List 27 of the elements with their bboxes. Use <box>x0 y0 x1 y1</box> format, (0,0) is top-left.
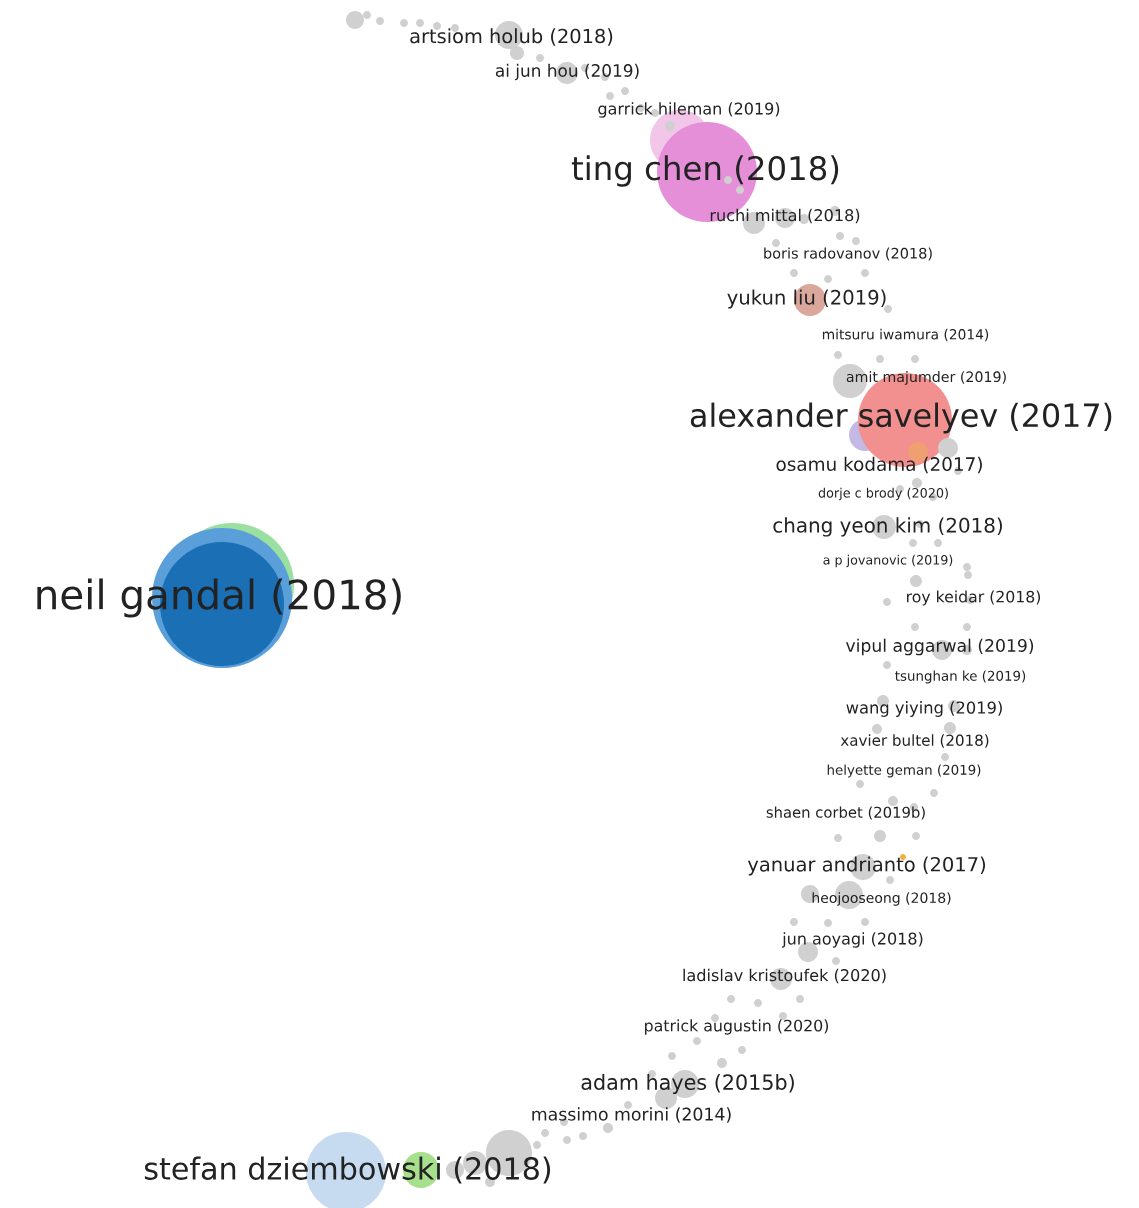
author-label: patrick augustin (2020) <box>645 1019 828 1035</box>
author-label: helyette geman (2019) <box>827 764 981 778</box>
author-label: heojooseong (2018) <box>812 892 951 906</box>
author-label: mitsuru iwamura (2014) <box>822 328 989 342</box>
author-label: shaen corbet (2019b) <box>766 806 925 820</box>
author-label: osamu kodama (2017) <box>776 456 982 474</box>
author-label: vipul aggarwal (2019) <box>846 638 1034 656</box>
author-label: tsunghan ke (2019) <box>895 670 1026 684</box>
author-label: amit majumder (2019) <box>846 371 1006 385</box>
author-label: garrick hileman (2019) <box>598 102 780 118</box>
author-label: adam hayes (2015b) <box>581 1074 794 1094</box>
author-label: chang yeon kim (2018) <box>773 517 1002 537</box>
author-label: ladislav kristoufek (2020) <box>683 968 886 984</box>
author-label: wang yiying (2019) <box>846 701 1002 717</box>
author-label: artsiom holub (2018) <box>410 28 613 46</box>
author-label: xavier bultel (2018) <box>840 734 989 748</box>
author-label: dorje c brody (2020) <box>818 487 948 501</box>
author-label: stefan dziembowski (2018) <box>144 1156 551 1184</box>
author-label: alexander savelyev (2017) <box>690 402 1112 434</box>
author-label: yukun liu (2019) <box>727 289 886 309</box>
author-label: a p jovanovic (2019) <box>823 554 953 568</box>
author-label: yanuar andrianto (2017) <box>747 856 986 876</box>
author-label: ai jun hou (2019) <box>495 63 639 81</box>
author-label: massimo morini (2014) <box>532 1107 731 1123</box>
author-label: jun aoyagi (2018) <box>781 932 923 948</box>
author-label: roy keidar (2018) <box>907 590 1041 606</box>
author-label: boris radovanov (2018) <box>764 247 932 261</box>
